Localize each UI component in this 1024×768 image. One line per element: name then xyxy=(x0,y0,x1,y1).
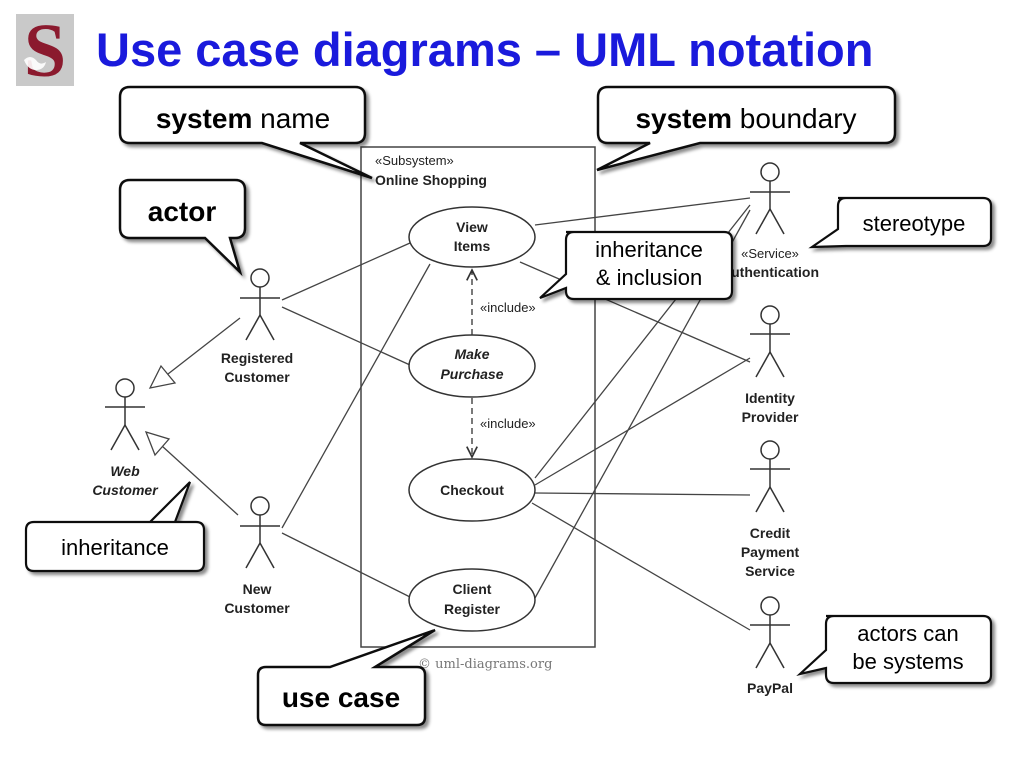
actor-label: New xyxy=(243,581,272,597)
svg-text:actor: actor xyxy=(148,196,217,227)
use-case-make-purchase[interactable]: Make Purchase xyxy=(408,334,536,398)
actor-new-customer[interactable] xyxy=(240,496,280,569)
include-label: «include» xyxy=(480,300,536,315)
actor-stereotype: «Service» xyxy=(741,246,799,261)
callout-actors-can-be-systems: actors can be systems xyxy=(796,614,993,685)
actor-label: Customer xyxy=(224,600,290,616)
actor-label: Provider xyxy=(742,409,799,425)
svg-text:Register: Register xyxy=(444,601,501,617)
page-title: Use case diagrams – UML notation xyxy=(96,23,874,76)
svg-text:Make: Make xyxy=(454,346,489,362)
actor-identity-provider[interactable] xyxy=(750,305,790,378)
svg-text:be systems: be systems xyxy=(852,649,963,674)
use-case-view-items[interactable]: View Items xyxy=(408,206,536,268)
actor-credit-payment-service[interactable] xyxy=(750,440,790,513)
university-logo: S xyxy=(16,14,74,86)
use-case-client-register[interactable]: Client Register xyxy=(408,568,536,632)
actor-web-customer[interactable] xyxy=(105,378,145,451)
system-boundary xyxy=(360,146,596,648)
callout-use-case: use case xyxy=(256,628,436,727)
actor-label: Registered xyxy=(221,350,293,366)
actor-registered-customer[interactable] xyxy=(240,268,280,341)
actor-label: Customer xyxy=(92,482,159,498)
svg-text:stereotype: stereotype xyxy=(863,211,966,236)
logo-letter: S xyxy=(24,14,66,86)
svg-text:system name: system name xyxy=(156,103,330,134)
subsystem-name: Online Shopping xyxy=(375,172,487,188)
actor-label: Web xyxy=(110,463,140,479)
include-label: «include» xyxy=(480,416,536,431)
actor-paypal[interactable] xyxy=(750,596,790,669)
svg-text:Items: Items xyxy=(454,238,491,254)
callout-actor: actor xyxy=(118,178,247,277)
leaf-icon xyxy=(24,57,46,70)
callout-inheritance-inclusion: inheritance & inclusion xyxy=(539,230,734,301)
actor-label: Payment xyxy=(741,544,800,560)
svg-text:inheritance: inheritance xyxy=(595,237,703,262)
svg-text:View: View xyxy=(456,219,488,235)
callout-system-name: system name xyxy=(118,85,373,180)
callout-system-boundary: system boundary xyxy=(596,85,897,172)
subsystem-stereotype: «Subsystem» xyxy=(375,153,454,168)
actor-authentication[interactable] xyxy=(750,162,790,235)
svg-text:use case: use case xyxy=(282,682,400,713)
actor-label: Customer xyxy=(224,369,290,385)
svg-text:Checkout: Checkout xyxy=(440,482,504,498)
use-case-checkout[interactable]: Checkout xyxy=(408,458,536,522)
svg-text:Purchase: Purchase xyxy=(440,366,503,382)
generalization-arrows xyxy=(144,317,241,516)
actor-label: Identity xyxy=(745,390,795,406)
callout-inheritance: inheritance xyxy=(24,481,206,573)
actor-label: Credit xyxy=(750,525,791,541)
svg-text:Client: Client xyxy=(453,581,492,597)
association-lines xyxy=(281,197,751,631)
watermark: © uml-diagrams.org xyxy=(418,657,552,672)
actor-label: Authentication xyxy=(721,264,819,280)
callout-stereotype: stereotype xyxy=(808,196,993,249)
svg-text:inheritance: inheritance xyxy=(61,535,169,560)
svg-text:system boundary: system boundary xyxy=(635,103,856,134)
svg-text:& inclusion: & inclusion xyxy=(596,265,702,290)
actor-label: PayPal xyxy=(747,680,793,696)
svg-text:actors can: actors can xyxy=(857,621,959,646)
actor-label: Service xyxy=(745,563,795,579)
